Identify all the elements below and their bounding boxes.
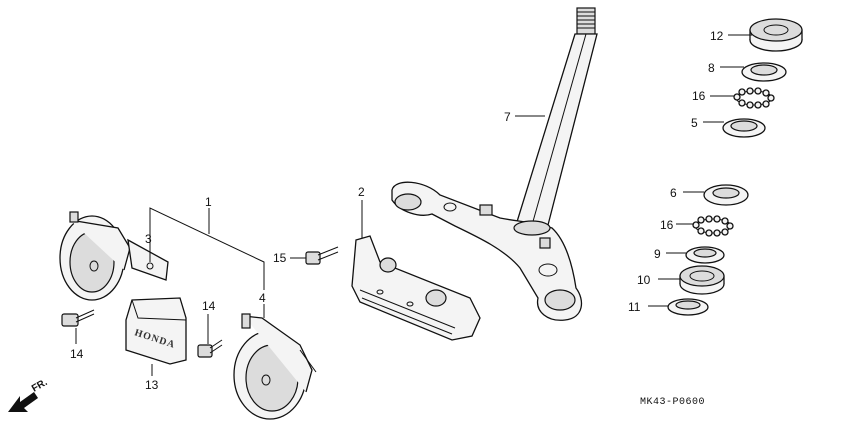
lower-race [685, 246, 725, 264]
bolt-14-left [61, 309, 95, 327]
horn-cover: HONDA [125, 297, 187, 365]
callout-12: 12 [710, 29, 724, 43]
callout-11: 11 [628, 300, 641, 314]
direction-label: FR. [30, 377, 50, 395]
callout-15: 15 [273, 251, 287, 265]
callout-3: 3 [145, 232, 152, 246]
callout-16-upper: 16 [692, 89, 706, 103]
lower-dust-seal [667, 298, 709, 316]
callout-13: 13 [145, 378, 159, 392]
callout-14-right: 14 [202, 299, 216, 313]
steel-ball-upper [733, 87, 775, 109]
callout-16-lower: 16 [660, 218, 674, 232]
callout-7: 7 [504, 110, 511, 124]
callout-5: 5 [691, 116, 698, 130]
callout-14-left: 14 [70, 347, 84, 361]
upper-race [722, 118, 766, 138]
callout-1: 1 [205, 195, 212, 209]
callout-8: 8 [708, 61, 715, 75]
bolt-14-right [197, 339, 223, 358]
callout-6: 6 [670, 186, 677, 200]
callout-4: 4 [259, 291, 266, 305]
lower-top-race [703, 184, 749, 206]
stem-nut [749, 18, 803, 52]
front-direction-arrow: FR. [8, 377, 50, 412]
callout-labels: 1 2 3 4 5 6 7 8 9 10 11 12 13 14 14 15 1… [70, 29, 724, 392]
callout-2: 2 [358, 185, 365, 199]
steering-stem [391, 7, 598, 321]
dust-seal [741, 62, 787, 82]
horn-right [233, 313, 317, 420]
steel-ball-lower [692, 215, 734, 237]
lower-bearing [679, 265, 725, 295]
horn-bracket [351, 235, 481, 341]
bolt-15 [305, 246, 339, 265]
callout-9: 9 [654, 247, 661, 261]
callout-10: 10 [637, 273, 651, 287]
diagram-code: MK43-P0600 [640, 397, 705, 408]
leader-lines [75, 34, 752, 376]
horn-left [59, 211, 169, 301]
arrow-left-down-icon [8, 392, 38, 412]
